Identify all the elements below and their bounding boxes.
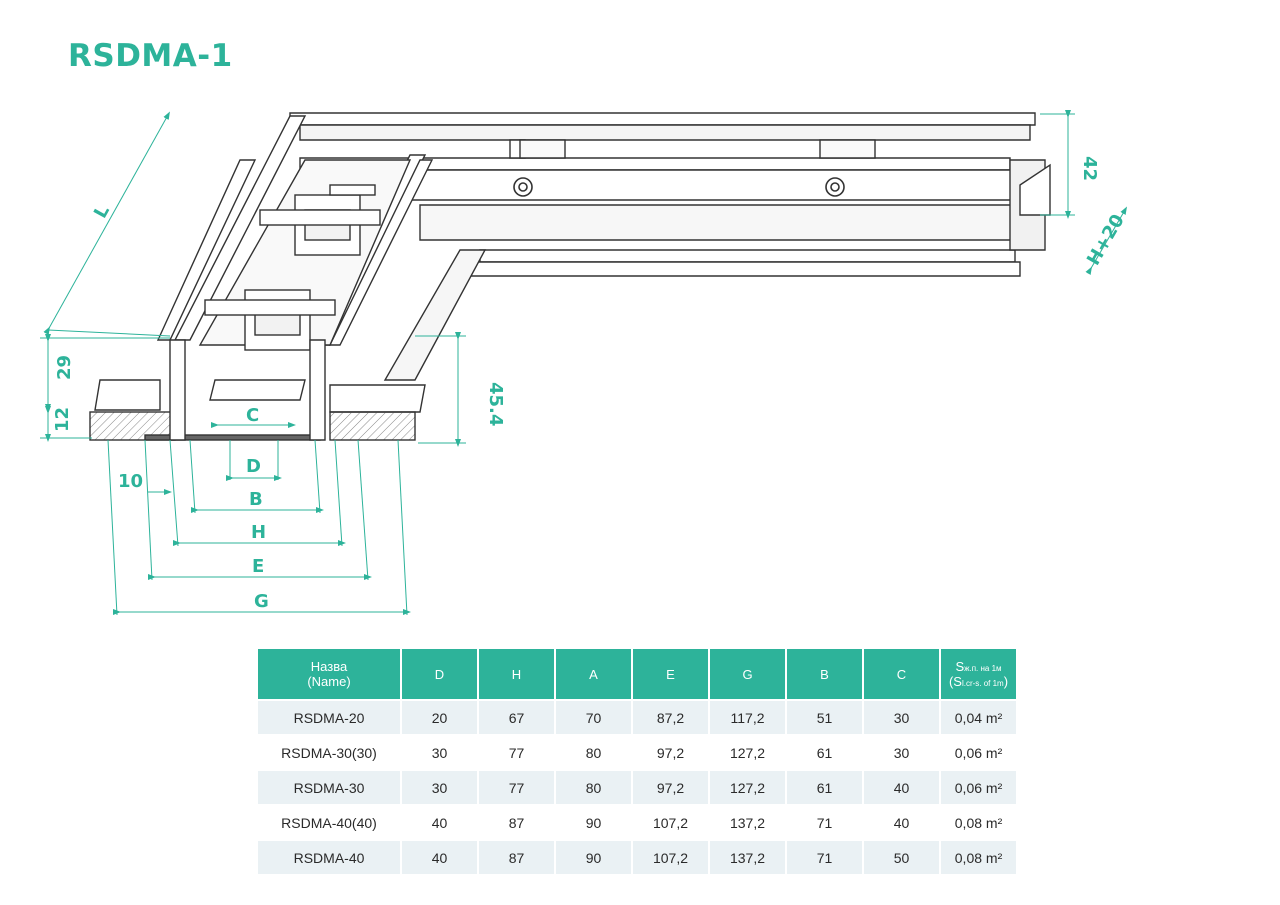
cell-S: 0,08 m² xyxy=(941,806,1016,839)
cell-E: 107,2 xyxy=(633,841,708,874)
header-H: H xyxy=(479,649,554,699)
dim-h-plus-20: H+20 xyxy=(1083,211,1129,269)
dim-G: G xyxy=(254,591,269,612)
cell-name: RSDMA-40(40) xyxy=(258,806,400,839)
cell-D: 30 xyxy=(402,736,477,769)
header-D: D xyxy=(402,649,477,699)
header-s-line2-close: ) xyxy=(1003,674,1009,689)
cell-D: 40 xyxy=(402,841,477,874)
dim-D: D xyxy=(246,456,261,477)
cell-D: 40 xyxy=(402,806,477,839)
dim-29: 29 xyxy=(54,355,75,380)
cell-C: 30 xyxy=(864,736,939,769)
cell-C: 40 xyxy=(864,806,939,839)
dim-B: B xyxy=(249,489,263,510)
header-A: A xyxy=(556,649,631,699)
cell-S: 0,06 m² xyxy=(941,771,1016,804)
cell-name: RSDMA-30 xyxy=(258,771,400,804)
cell-A: 90 xyxy=(556,806,631,839)
cell-E: 87,2 xyxy=(633,701,708,734)
cell-A: 70 xyxy=(556,701,631,734)
cell-name: RSDMA-20 xyxy=(258,701,400,734)
header-E: E xyxy=(633,649,708,699)
dim-10: 10 xyxy=(118,471,143,492)
dimension-lines xyxy=(40,110,1128,616)
cell-H: 87 xyxy=(479,841,554,874)
dim-C: C xyxy=(246,405,259,426)
cell-D: 20 xyxy=(402,701,477,734)
cell-A: 80 xyxy=(556,771,631,804)
cell-B: 71 xyxy=(787,841,862,874)
cell-C: 40 xyxy=(864,771,939,804)
cell-A: 90 xyxy=(556,841,631,874)
cell-S: 0,06 m² xyxy=(941,736,1016,769)
cell-B: 61 xyxy=(787,736,862,769)
header-name-line2: (Name) xyxy=(307,674,351,689)
cell-A: 80 xyxy=(556,736,631,769)
cell-H: 67 xyxy=(479,701,554,734)
cell-H: 77 xyxy=(479,736,554,769)
dim-42: 42 xyxy=(1079,156,1100,181)
table-row: RSDMA-20 20 67 70 87,2 117,2 51 30 0,04 … xyxy=(258,701,1016,734)
cell-C: 30 xyxy=(864,701,939,734)
specs-table-wrap: Назва (Name) D H A E G B C Sж.п. на 1м (… xyxy=(256,647,1018,876)
table-row: RSDMA-40 40 87 90 107,2 137,2 71 50 0,08… xyxy=(258,841,1016,874)
dim-H: H xyxy=(251,522,266,543)
cell-name: RSDMA-40 xyxy=(258,841,400,874)
table-row: RSDMA-30(30) 30 77 80 97,2 127,2 61 30 0… xyxy=(258,736,1016,769)
cell-B: 61 xyxy=(787,771,862,804)
header-G: G xyxy=(710,649,785,699)
header-S: Sж.п. на 1м (Sl.cr-s. of 1m) xyxy=(941,649,1016,699)
cell-H: 87 xyxy=(479,806,554,839)
cell-G: 127,2 xyxy=(710,736,785,769)
header-name-line1: Назва xyxy=(310,659,348,674)
cell-name: RSDMA-30(30) xyxy=(258,736,400,769)
header-B: B xyxy=(787,649,862,699)
table-row: RSDMA-30 30 77 80 97,2 127,2 61 40 0,06 … xyxy=(258,771,1016,804)
header-C: C xyxy=(864,649,939,699)
dim-E: E xyxy=(252,556,264,577)
header-s-sub: ж.п. на 1м xyxy=(964,664,1002,673)
header-s-main: S xyxy=(955,659,965,674)
dim-12: 12 xyxy=(52,407,73,432)
hanger-brackets xyxy=(204,184,381,351)
bolt-icons xyxy=(513,177,845,197)
cell-D: 30 xyxy=(402,771,477,804)
cell-G: 137,2 xyxy=(710,806,785,839)
cell-B: 71 xyxy=(787,806,862,839)
header-s-line2-open: (S xyxy=(948,674,962,689)
floor-plates xyxy=(89,339,426,441)
table-header-row: Назва (Name) D H A E G B C Sж.п. на 1м (… xyxy=(258,649,1016,699)
specs-table: Назва (Name) D H A E G B C Sж.п. на 1м (… xyxy=(256,647,1018,876)
table-row: RSDMA-40(40) 40 87 90 107,2 137,2 71 40 … xyxy=(258,806,1016,839)
cell-S: 0,08 m² xyxy=(941,841,1016,874)
cell-S: 0,04 m² xyxy=(941,701,1016,734)
cell-B: 51 xyxy=(787,701,862,734)
dim-45-4: 45.4 xyxy=(485,382,506,426)
horizontal-rail xyxy=(289,112,1051,277)
cell-H: 77 xyxy=(479,771,554,804)
cell-E: 97,2 xyxy=(633,771,708,804)
cell-G: 127,2 xyxy=(710,771,785,804)
cell-E: 107,2 xyxy=(633,806,708,839)
header-s-line2-sub: l.cr-s. of 1m xyxy=(961,679,1004,688)
cell-E: 97,2 xyxy=(633,736,708,769)
cell-G: 117,2 xyxy=(710,701,785,734)
technical-drawing: L 42 H+20 29 12 45.4 C D 10 B H E G xyxy=(40,110,1129,616)
cell-C: 50 xyxy=(864,841,939,874)
page-title: RSDMA-1 xyxy=(68,38,233,74)
cell-G: 137,2 xyxy=(710,841,785,874)
header-name: Назва (Name) xyxy=(258,649,400,699)
